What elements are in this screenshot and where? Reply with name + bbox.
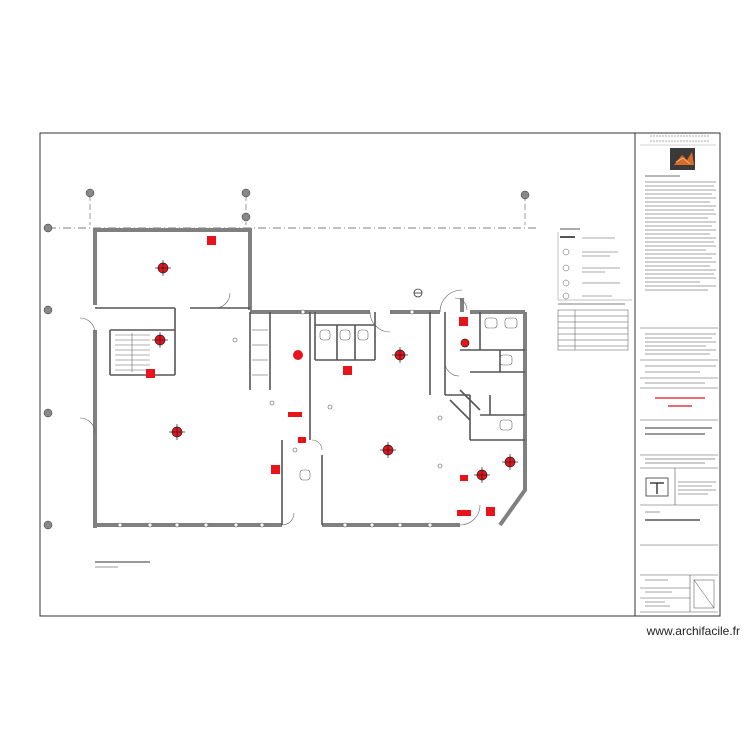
sheet-border	[39, 132, 721, 617]
project-notes	[645, 333, 716, 384]
fire-extinguisher-icon	[146, 236, 495, 516]
legend-table	[557, 303, 629, 351]
sheet-title	[645, 511, 700, 521]
general-notes	[645, 175, 716, 291]
column-grid-bubble-icon	[43, 188, 530, 530]
permit-stamp	[655, 397, 705, 407]
title-block-grid	[640, 327, 718, 613]
stair-icon	[115, 329, 268, 376]
columns	[117, 309, 443, 528]
watermark: www.archifacile.fr	[646, 624, 740, 638]
logo-icon	[670, 148, 695, 170]
sanitary-fixtures	[299, 317, 518, 481]
project-address	[645, 427, 715, 464]
interior-walls	[95, 307, 525, 525]
legend-block	[557, 228, 632, 301]
architect-logo	[645, 477, 716, 497]
emergency-light-icon	[152, 260, 518, 483]
plan-caption	[95, 561, 150, 568]
title-block	[640, 135, 718, 613]
exit-sign-symbol	[413, 288, 423, 298]
drawing-number	[645, 579, 715, 609]
door-swing-icon	[79, 289, 481, 526]
